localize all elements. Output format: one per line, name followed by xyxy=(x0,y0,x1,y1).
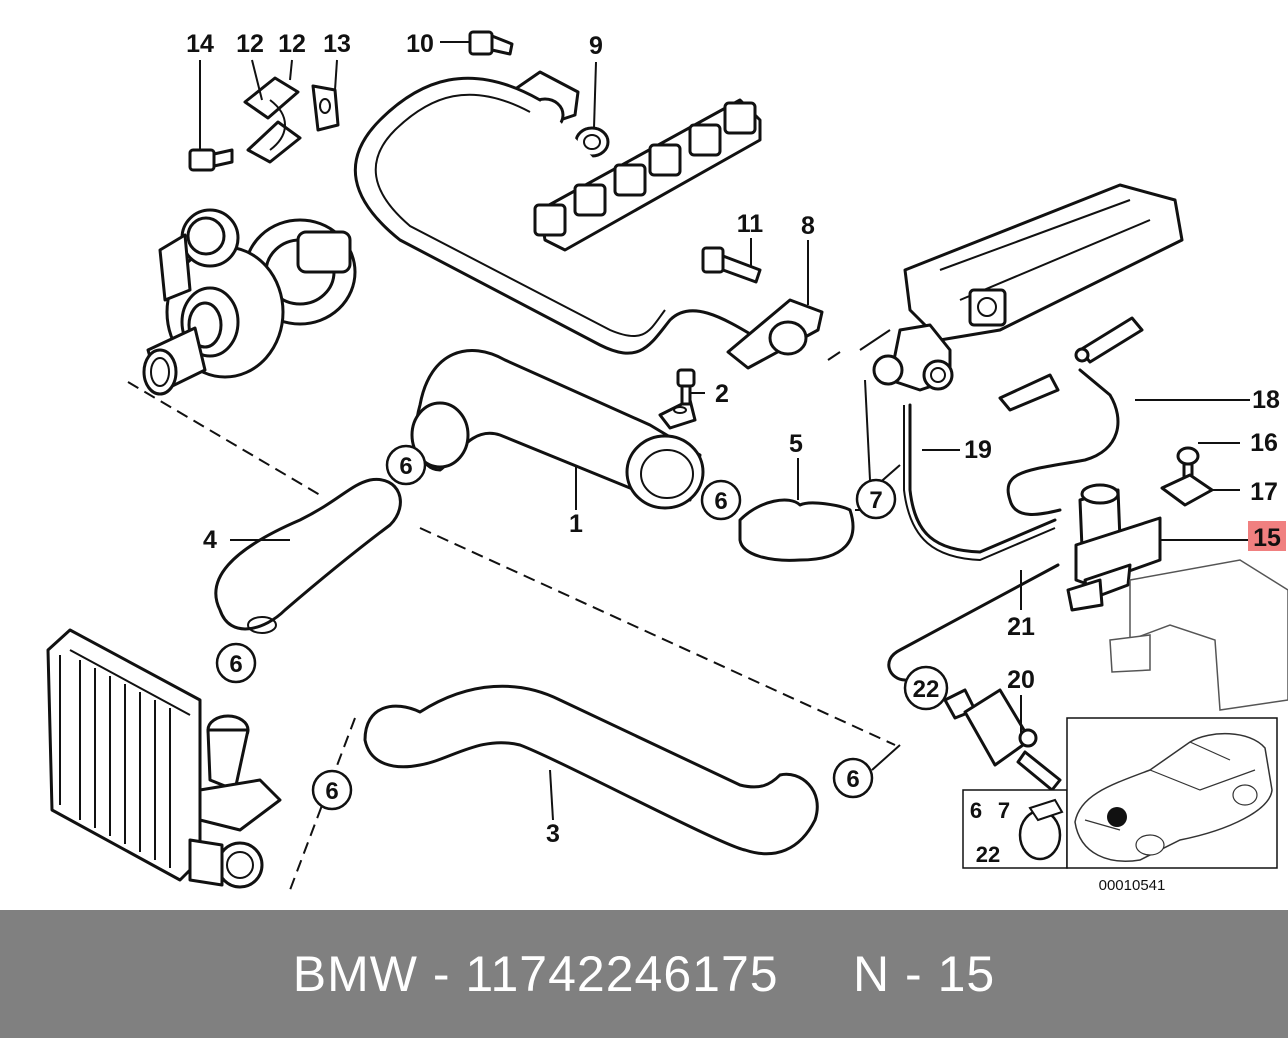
intercooler xyxy=(46,628,282,889)
label-14: 14 xyxy=(186,30,214,58)
label-13: 13 xyxy=(323,30,351,58)
parts-diagram: 14 12 12 13 10 9 11 8 2 1 5 4 3 18 16 17… xyxy=(46,30,1288,894)
inset-label-7: 7 xyxy=(998,798,1010,823)
intake-manifold xyxy=(903,183,1184,342)
circle-label-22: 22 xyxy=(913,676,940,703)
circle-callout-22: 22 xyxy=(903,665,949,711)
label-3: 3 xyxy=(546,820,560,848)
circle-label-6b: 6 xyxy=(714,488,727,515)
label-11: 11 xyxy=(737,210,764,238)
part-number-caption: BMW - 11742246175 N - 15 xyxy=(292,946,996,1002)
label-20: 20 xyxy=(1007,666,1035,694)
exhaust-manifold xyxy=(533,98,762,252)
hose-3 xyxy=(363,684,819,856)
label-8: 8 xyxy=(801,212,815,240)
circle-label-6a: 6 xyxy=(399,453,412,480)
location-dot xyxy=(1107,807,1127,827)
filter-20 xyxy=(943,688,1062,792)
circle-label-6d: 6 xyxy=(325,778,338,805)
circle-callout-6b: 6 xyxy=(700,479,742,521)
turbocharger xyxy=(142,208,357,396)
label-17: 17 xyxy=(1250,478,1278,506)
inset-label-6: 6 xyxy=(970,798,982,823)
clamp-parts xyxy=(188,76,340,172)
label-10: 10 xyxy=(406,30,434,58)
label-5: 5 xyxy=(789,430,803,458)
label-15: 15 xyxy=(1253,524,1281,552)
vacuum-hoses xyxy=(887,316,1144,682)
circle-callout-6e: 6 xyxy=(832,757,874,799)
egr-valve xyxy=(872,323,954,392)
egr-flange xyxy=(701,246,824,370)
label-9: 9 xyxy=(589,32,603,60)
pressure-converter-15 xyxy=(1066,483,1162,612)
circle-label-6e: 6 xyxy=(846,766,859,793)
hose-clamp-icon xyxy=(1018,798,1064,861)
highlight-box xyxy=(1248,521,1286,551)
dashed-guides xyxy=(127,381,896,891)
label-2: 2 xyxy=(715,380,729,408)
circle-callout-6c: 6 xyxy=(215,642,257,684)
hose-4 xyxy=(214,478,402,634)
highlighted-callout-15: 15 xyxy=(1248,521,1286,552)
intercooler-fins xyxy=(79,660,171,868)
circle-callout-7: 7 xyxy=(855,478,897,520)
circle-callout-6a: 6 xyxy=(385,444,427,486)
circle-label-7: 7 xyxy=(869,487,882,514)
boost-pipe-1 xyxy=(410,349,705,510)
circle-label-6c: 6 xyxy=(229,651,242,678)
figure-code: 00010541 xyxy=(1099,877,1166,894)
circle-callout-6d: 6 xyxy=(311,769,353,811)
label-18: 18 xyxy=(1252,386,1280,414)
label-12a: 12 xyxy=(236,30,264,58)
footer-bar: BMW - 11742246175 N - 15 xyxy=(0,910,1288,1038)
label-12b: 12 xyxy=(278,30,306,58)
label-1: 1 xyxy=(569,510,583,538)
label-16: 16 xyxy=(1250,429,1278,457)
inset-label-22: 22 xyxy=(976,842,1000,867)
car-icon xyxy=(1074,732,1273,862)
callout-labels: 14 12 12 13 10 9 11 8 2 1 5 4 3 18 16 17… xyxy=(186,30,1280,848)
car-location-inset xyxy=(1066,717,1278,869)
circled-callouts: 6 6 7 6 6 6 22 xyxy=(215,444,949,811)
bolt-2 xyxy=(676,368,696,406)
label-19: 19 xyxy=(964,436,992,464)
clip-and-nut xyxy=(1160,446,1214,507)
label-21: 21 xyxy=(1007,613,1035,641)
label-4: 4 xyxy=(203,526,217,554)
mounting-bracket xyxy=(1109,559,1288,711)
hose-5 xyxy=(738,498,855,562)
clamp-legend-inset: 6 7 22 xyxy=(962,789,1068,869)
